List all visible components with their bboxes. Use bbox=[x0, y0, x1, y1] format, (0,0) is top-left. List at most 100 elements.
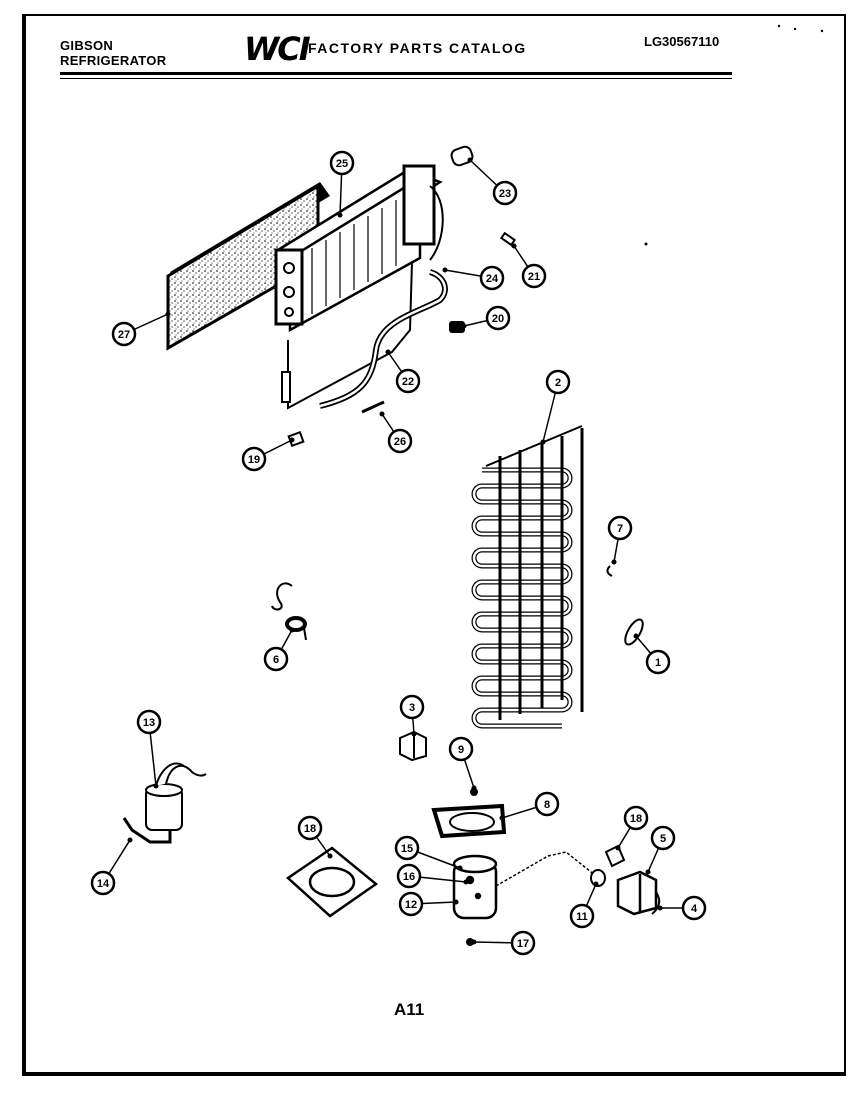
callout-c15: 15 bbox=[394, 835, 420, 861]
leader-tip-c16 bbox=[463, 879, 469, 885]
clip-part-4 bbox=[651, 891, 661, 915]
drain-clip-part-7 bbox=[606, 565, 613, 577]
leader-tip-c12 bbox=[453, 899, 459, 905]
tubing bbox=[495, 851, 597, 887]
leader-tip-c23 bbox=[467, 157, 473, 163]
callout-number: 15 bbox=[401, 843, 413, 855]
leader-tip-c26 bbox=[379, 411, 385, 417]
callout-c22: 22 bbox=[395, 368, 421, 394]
callout-number: 16 bbox=[403, 871, 415, 883]
grommet-part-9 bbox=[470, 788, 478, 796]
callout-number: 14 bbox=[97, 878, 110, 890]
brand-block: GIBSON REFRIGERATOR bbox=[60, 38, 166, 68]
wire-harness-part-6 bbox=[271, 582, 307, 641]
relay-cover-part-5 bbox=[616, 870, 658, 916]
callout-circle bbox=[534, 791, 560, 817]
callout-number: 26 bbox=[394, 436, 406, 448]
callout-c8: 8 bbox=[534, 791, 560, 817]
callout-c24: 24 bbox=[479, 265, 505, 291]
callout-circle bbox=[90, 870, 116, 896]
callout-c16: 16 bbox=[396, 863, 422, 889]
model-code: LG30567110 bbox=[644, 34, 720, 49]
leader-tip-c13 bbox=[153, 783, 159, 789]
callout-circle bbox=[398, 891, 424, 917]
leader-tip-c5 bbox=[645, 869, 651, 875]
callout-number: 9 bbox=[458, 744, 464, 756]
callout-number: 20 bbox=[492, 313, 504, 325]
callout-number: 7 bbox=[617, 523, 623, 535]
callout-circle bbox=[399, 694, 425, 720]
callout-c27: 27 bbox=[111, 321, 137, 347]
callout-number: 24 bbox=[486, 273, 499, 285]
leader-tip-c20 bbox=[461, 323, 467, 329]
callout-number: 18 bbox=[304, 823, 316, 835]
callout-number: 8 bbox=[544, 799, 550, 811]
leader-tip-c6 bbox=[289, 627, 295, 633]
leader-tip-c7 bbox=[611, 559, 617, 565]
callout-number: 1 bbox=[655, 657, 661, 669]
header-rule-thin bbox=[60, 78, 732, 79]
leader-tip-c2 bbox=[540, 439, 546, 445]
callout-number: 2 bbox=[555, 377, 561, 389]
callout-circle bbox=[492, 180, 518, 206]
callout-c17: 17 bbox=[510, 930, 536, 956]
callout-circle bbox=[650, 825, 676, 851]
capacitor-bracket-part-14 bbox=[122, 817, 172, 844]
callout-circle bbox=[645, 649, 671, 675]
callout-number: 18 bbox=[630, 813, 642, 825]
callout-circle bbox=[448, 736, 474, 762]
callout-circle bbox=[395, 368, 421, 394]
callout-c3: 3 bbox=[399, 694, 425, 720]
leader-tip-c8 bbox=[499, 815, 505, 821]
callout-c18a: 18 bbox=[297, 815, 323, 841]
callout-circle bbox=[394, 835, 420, 861]
leader-tip-c1 bbox=[633, 633, 639, 639]
callout-c12: 12 bbox=[398, 891, 424, 917]
thermostat-bulb-part-23 bbox=[450, 145, 474, 167]
callout-circle bbox=[297, 815, 323, 841]
page-number: A11 bbox=[394, 1000, 425, 1019]
catalog-title: FACTORY PARTS CATALOG bbox=[308, 40, 527, 56]
leader-tip-c18a bbox=[327, 853, 333, 859]
base-plate-part-18 bbox=[285, 846, 379, 918]
leader-tip-c27 bbox=[165, 311, 171, 317]
callout-circle bbox=[681, 895, 707, 921]
callout-number: 19 bbox=[248, 454, 260, 466]
callout-circle bbox=[510, 930, 536, 956]
callout-c20: 20 bbox=[485, 305, 511, 331]
callout-number: 27 bbox=[118, 329, 130, 341]
callout-circle bbox=[329, 150, 355, 176]
callout-circle bbox=[623, 805, 649, 831]
callout-c4: 4 bbox=[681, 895, 707, 921]
condenser-part bbox=[471, 425, 584, 729]
callout-c18b: 18 bbox=[623, 805, 649, 831]
scan-marks bbox=[644, 24, 824, 246]
fuse-part-26 bbox=[361, 400, 385, 414]
callout-c7: 7 bbox=[607, 515, 633, 541]
callout-number: 3 bbox=[409, 702, 415, 714]
callout-number: 11 bbox=[576, 911, 588, 923]
callout-circle bbox=[479, 265, 505, 291]
leader-tip-c14 bbox=[127, 837, 133, 843]
callout-number: 6 bbox=[273, 654, 279, 666]
callout-circle bbox=[241, 446, 267, 472]
callout-circle bbox=[545, 369, 571, 395]
callout-number: 22 bbox=[402, 376, 414, 388]
callout-number: 23 bbox=[499, 188, 511, 200]
callout-circle bbox=[569, 903, 595, 929]
header-rule-thick bbox=[60, 72, 732, 75]
leader-tip-c18b bbox=[615, 845, 621, 851]
callout-number: 17 bbox=[517, 938, 529, 950]
callout-c2: 2 bbox=[545, 369, 571, 395]
callout-c26: 26 bbox=[387, 428, 413, 454]
callout-c6: 6 bbox=[263, 646, 289, 672]
callout-c19: 19 bbox=[241, 446, 267, 472]
callout-circle bbox=[111, 321, 137, 347]
callout-c5: 5 bbox=[650, 825, 676, 851]
defrost-heater-part bbox=[281, 261, 448, 410]
leader-tip-c22 bbox=[385, 349, 391, 355]
leader-tip-c21 bbox=[511, 243, 517, 249]
leader-tip-c3 bbox=[411, 731, 417, 737]
leader-tip-c11 bbox=[593, 881, 599, 887]
